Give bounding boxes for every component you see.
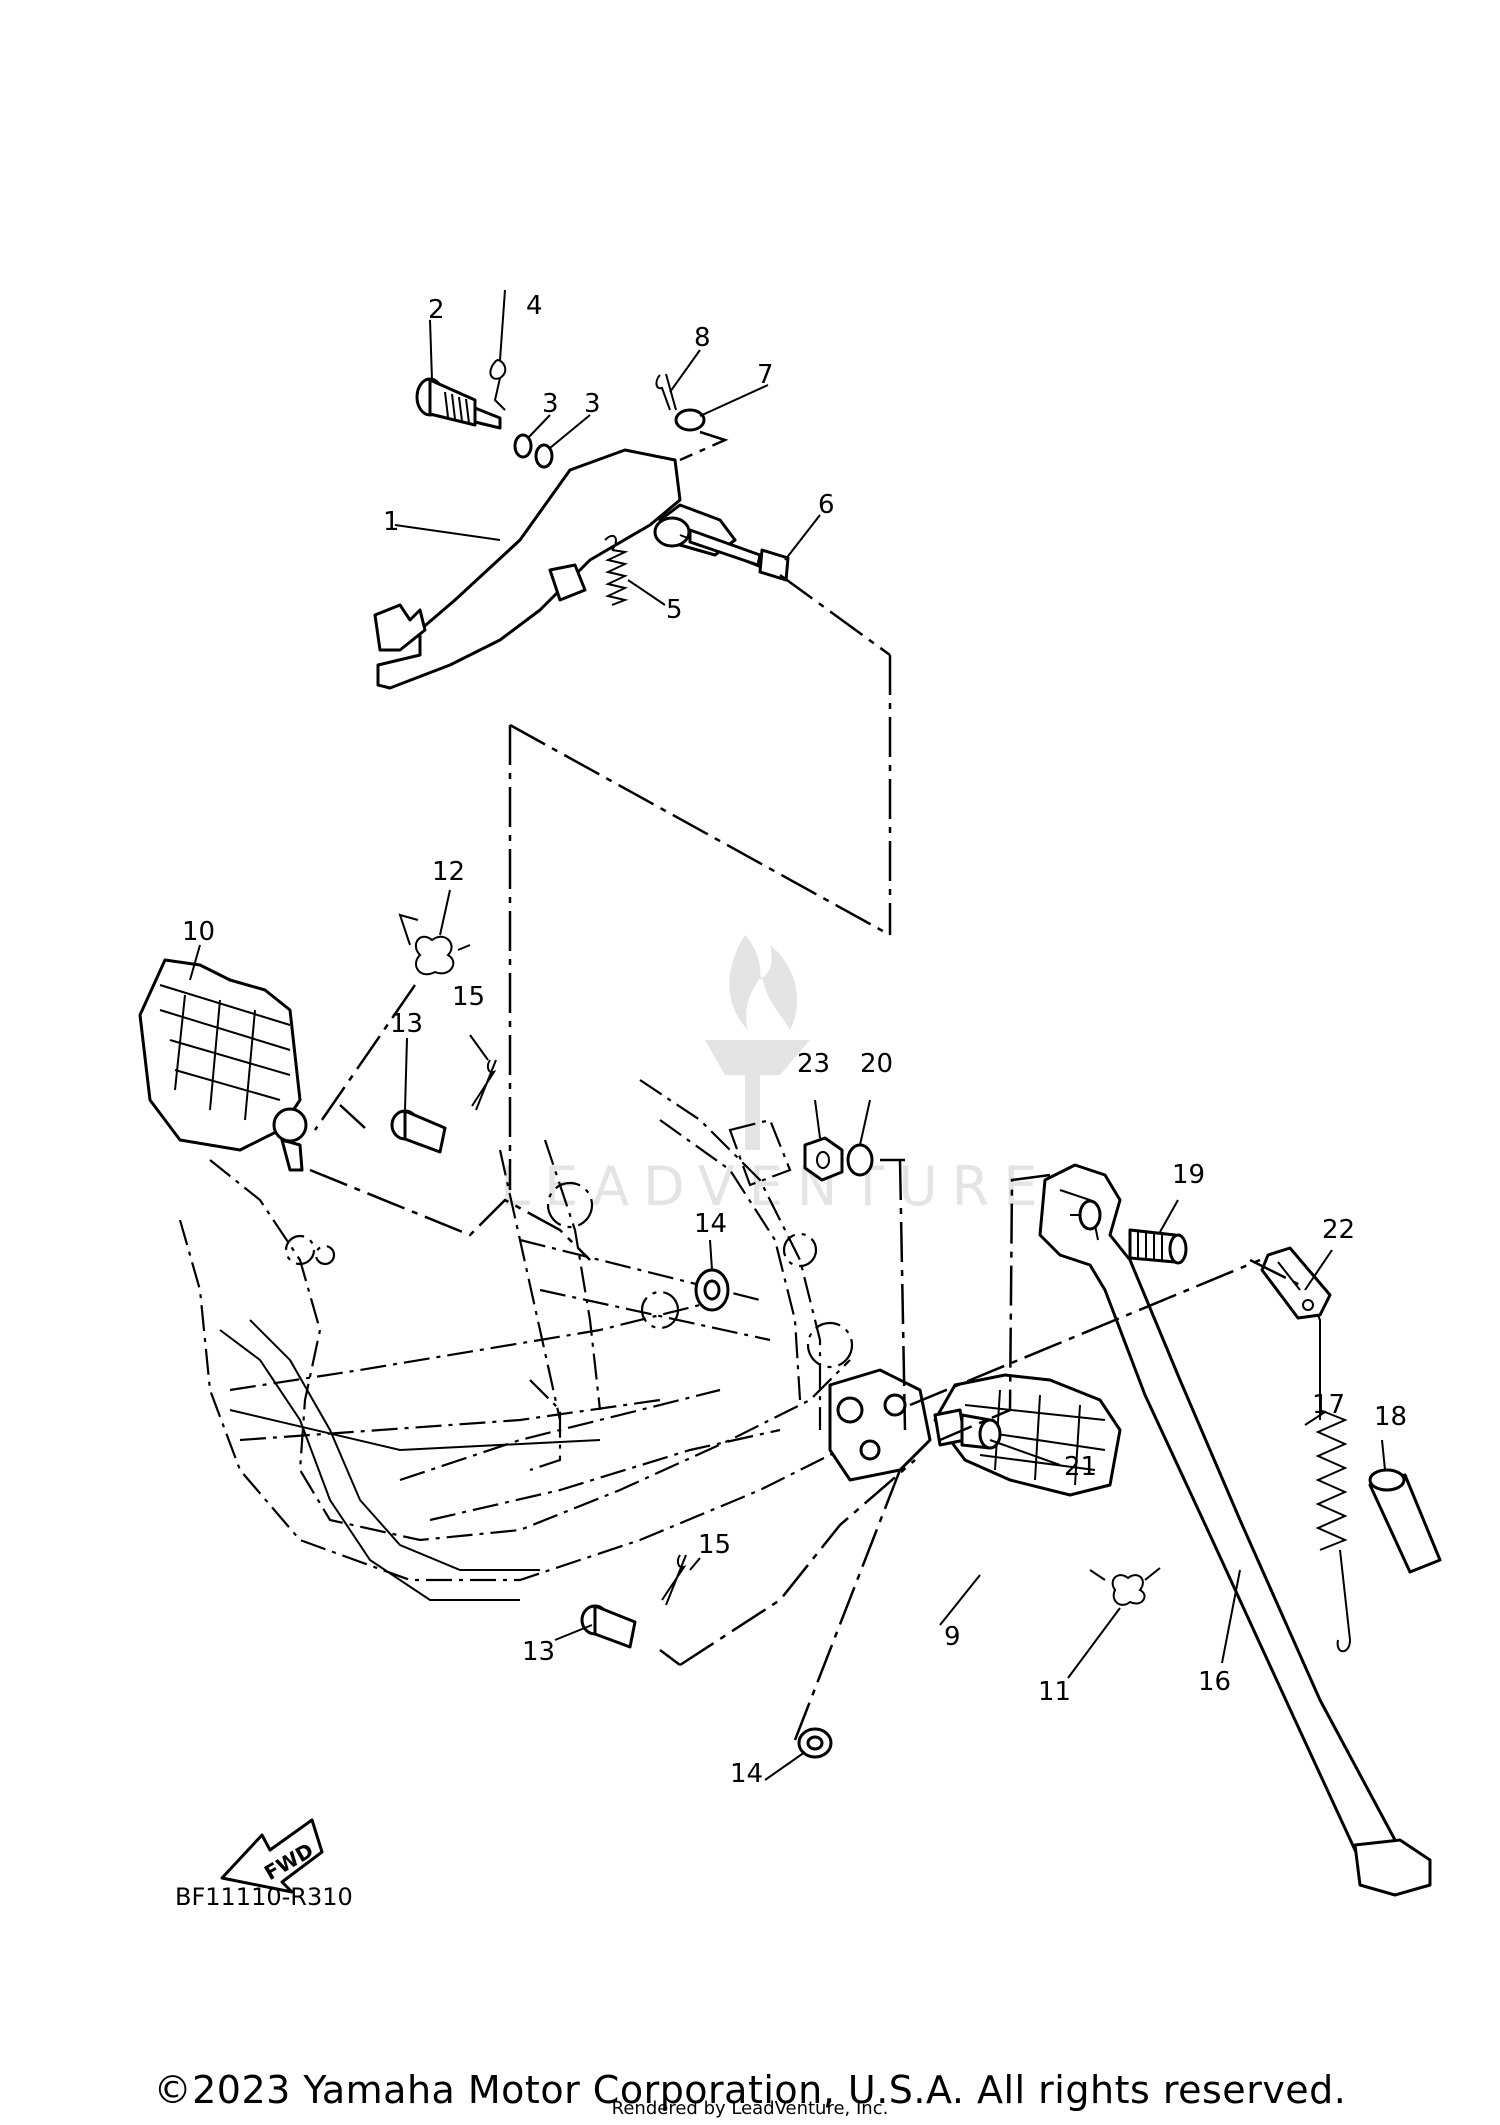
callout-6: 6 (818, 490, 835, 520)
callout-12: 12 (432, 857, 465, 887)
footrest-spring (1089, 1567, 1161, 1606)
cotter-pin (661, 1554, 687, 1606)
callout-3: 3 (542, 389, 559, 419)
callout-16: 16 (1198, 1667, 1231, 1697)
o-ring (534, 443, 554, 469)
callout-13: 13 (522, 1637, 555, 1667)
callout-labels: 1 2 3 3 4 5 6 7 8 9 10 11 12 13 13 14 14… (182, 291, 1407, 1789)
callout-5: 5 (666, 595, 683, 625)
callout-1: 1 (383, 507, 400, 537)
right-footrest (933, 1373, 1122, 1497)
washer (846, 1143, 874, 1177)
callout-7: 7 (757, 360, 774, 390)
cotter-pin (471, 1059, 497, 1111)
copyright-notice: ©2023 Yamaha Motor Corporation, U.S.A. A… (153, 2068, 1347, 2112)
footrest-bracket (828, 1368, 932, 1482)
diagram-code: BF11110-R310 (175, 1883, 353, 1911)
callout-22: 22 (1322, 1215, 1355, 1245)
frame-outline (178, 1079, 861, 1582)
side-stand (1038, 1163, 1432, 1897)
callout-3: 3 (584, 389, 601, 419)
forward-direction-icon: FWD (220, 1818, 324, 1894)
nut (803, 1136, 844, 1182)
callout-14: 14 (730, 1759, 763, 1789)
callout-19: 19 (1172, 1160, 1205, 1190)
callout-15: 15 (452, 982, 485, 1012)
callout-21: 21 (1064, 1452, 1097, 1482)
leader-lines (189, 289, 1386, 1781)
callout-8: 8 (694, 323, 711, 353)
pedal-bolt (688, 528, 790, 582)
watermark-logo: LEADVENTURE (500, 935, 1051, 1218)
callout-18: 18 (1374, 1402, 1407, 1432)
callout-15: 15 (698, 1530, 731, 1560)
collar (1368, 1468, 1442, 1574)
cotter-pin (655, 373, 677, 411)
collar (960, 1413, 1002, 1450)
callout-13: 13 (390, 1009, 423, 1039)
callout-10: 10 (182, 917, 215, 947)
callout-23: 23 (797, 1049, 830, 1079)
callout-20: 20 (860, 1049, 893, 1079)
side-stand-spring (1292, 1283, 1352, 1653)
callout-2: 2 (428, 295, 445, 325)
pin (390, 1109, 447, 1154)
pivot-bolt (415, 377, 502, 430)
assembly-lines (309, 430, 1301, 1741)
callout-4: 4 (526, 291, 543, 321)
washer (674, 408, 706, 432)
washer (694, 1268, 730, 1312)
rendered-by-notice: Rendered by LeadVenture, Inc. (611, 2098, 889, 2119)
washer (797, 1727, 833, 1759)
svg-text:LEADVENTURE: LEADVENTURE (500, 1155, 1051, 1218)
brake-spring (604, 534, 629, 606)
callout-9: 9 (944, 1622, 961, 1652)
o-ring (513, 433, 533, 459)
callout-17: 17 (1312, 1390, 1345, 1420)
callout-14: 14 (694, 1209, 727, 1239)
exhaust-pipe-outline (219, 1319, 601, 1601)
r-clip (489, 359, 507, 411)
footrest-spring (398, 913, 471, 976)
side-stand-bolt (1128, 1228, 1188, 1265)
left-footrest (138, 958, 308, 1172)
callout-11: 11 (1038, 1677, 1071, 1707)
brake-pedal (373, 448, 781, 690)
